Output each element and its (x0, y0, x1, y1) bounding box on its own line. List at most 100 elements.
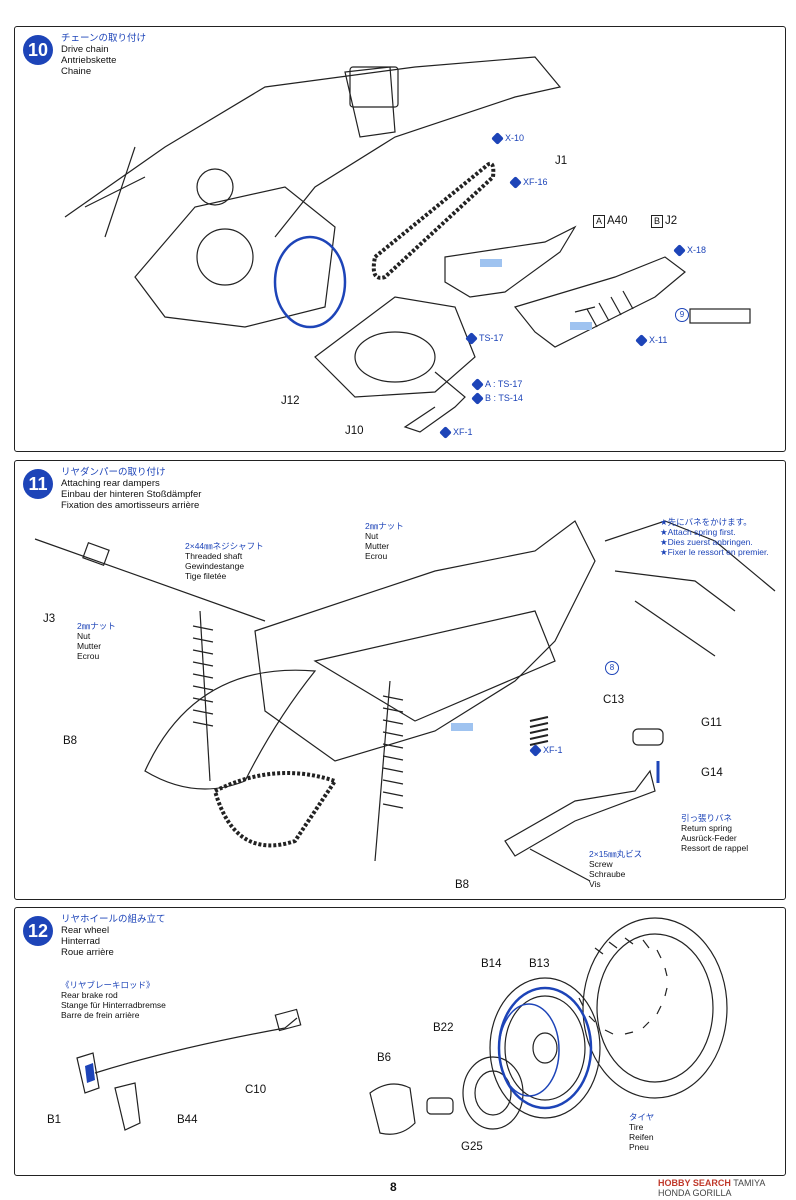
note-line-en: Nut (365, 531, 379, 541)
title-fr: Fixation des amortisseurs arrière (61, 500, 200, 511)
note-line-en: Return spring (681, 823, 733, 833)
decal-number-8: 8 (605, 661, 619, 675)
note-line-jp: 《リヤブレーキロッド》 (61, 980, 155, 990)
part-label-b14: B14 (481, 958, 502, 970)
screw-b-ts14: B : TS-14 (471, 391, 523, 405)
part-label-b8-left: B8 (63, 735, 78, 747)
screw-xf1-label: XF-1 (543, 745, 563, 755)
note-line-de: Stange für Hinterradbremse (61, 1000, 166, 1010)
title-en: Rear wheel (61, 925, 110, 936)
part-label-g11: G11 (701, 717, 722, 729)
step-10-panel: 10 チェーンの取り付け Drive chain Antriebskette C… (14, 26, 786, 452)
decal-number-9: 9 (675, 308, 689, 322)
part-label-g25: G25 (461, 1141, 483, 1153)
rear-wheel-illustration (76, 917, 728, 1135)
brand-watermark: HOBBY SEARCH TAMIYA HONDA GORILLA (658, 1178, 796, 1198)
note-line-fr: Ecrou (365, 551, 388, 561)
paint-icon (471, 391, 484, 405)
note-return-spring: 引っ張りバネ Return spring Ausrück-Feder Resso… (681, 813, 748, 853)
part-label-b6: B6 (377, 1052, 392, 1064)
step-number-badge: 11 (23, 469, 53, 499)
step-number-badge: 10 (23, 35, 53, 65)
note-line-en: Rear brake rod (61, 990, 118, 1000)
paint-icon (635, 333, 648, 347)
note-line-fr: Barre de frein arrière (61, 1010, 140, 1020)
note-line-en: ★Attach spring first. (660, 527, 736, 537)
part-label-b8-bottom: B8 (455, 879, 470, 891)
note-line-en: Tire (629, 1122, 644, 1132)
note-line-jp: 2㎜ナット (365, 521, 404, 531)
part-label-j2-text: J2 (665, 215, 678, 227)
screw-xf16: XF-16 (509, 175, 548, 189)
step-12-panel: 12 リヤホイールの組み立て Rear wheel Hinterrad Roue… (14, 907, 786, 1176)
page-number: 8 (390, 1180, 397, 1194)
step-number-badge: 12 (23, 916, 53, 946)
title-jp: チェーンの取り付け (61, 33, 147, 44)
part-label-g14: G14 (701, 767, 723, 779)
part-label-c13: C13 (603, 694, 625, 706)
note-nut-top: 2㎜ナット Nut Mutter Ecrou (365, 521, 404, 561)
note-line-jp: タイヤ (629, 1112, 655, 1122)
step-title-block: リヤダンパーの取り付け Attaching rear dampers Einba… (61, 467, 201, 511)
note-brake-rod: 《リヤブレーキロッド》 Rear brake rod Stange für Hi… (61, 980, 166, 1020)
note-line-de: Ausrück-Feder (681, 833, 737, 843)
part-label-b22: B22 (433, 1022, 454, 1034)
drive-chain-illustration (64, 56, 751, 433)
note-line-fr: Ressort de rappel (681, 843, 749, 853)
part-label-j3: J3 (43, 613, 56, 625)
step-title-block: リヤホイールの組み立て Rear wheel Hinterrad Roue ar… (61, 914, 166, 958)
screw-a-ts17-label: A : TS-17 (485, 379, 523, 389)
note-line-fr: Ecrou (77, 651, 100, 661)
screw-x10-label: X-10 (505, 133, 525, 143)
paint-icon (673, 243, 686, 257)
note-line-fr: Pneu (629, 1142, 649, 1152)
part-label-j12: J12 (281, 395, 300, 407)
screw-x10: X-10 (491, 131, 525, 145)
screw-xf16-label: XF-16 (523, 177, 548, 187)
screw-xf1-label: XF-1 (453, 427, 473, 437)
title-de: Antriebskette (61, 55, 117, 66)
part-label-b13: B13 (529, 958, 550, 970)
title-fr: Chaine (61, 66, 92, 77)
part-label-a40-text: A40 (607, 215, 628, 227)
note-line-en: Screw (589, 859, 613, 869)
part-label-j1: J1 (555, 155, 568, 167)
note-line-fr: Tige filetée (185, 571, 227, 581)
note-line-de: Reifen (629, 1132, 654, 1142)
note-tire: タイヤ Tire Reifen Pneu (629, 1112, 654, 1152)
note-line-jp: 2×44㎜ネジシャフト (185, 541, 264, 551)
part-label-b44: B44 (177, 1114, 198, 1126)
screw-x18: X-18 (673, 243, 706, 257)
screw-xf1: XF-1 (529, 743, 563, 757)
paint-icon (491, 131, 504, 145)
paint-icon (529, 743, 542, 757)
screw-ts17-label: TS-17 (479, 333, 504, 343)
note-line-de: Schraube (589, 869, 626, 879)
screw-b-ts14-label: B : TS-14 (485, 393, 523, 403)
paint-icon (471, 377, 484, 391)
decal-number-text: 8 (605, 661, 619, 675)
note-line-fr: ★Fixer le ressort en premier. (660, 547, 769, 557)
note-line-jp: ★先にバネをかけます。 (660, 517, 752, 527)
note-line-de: Gewindestange (185, 561, 245, 571)
title-jp: リヤホイールの組み立て (61, 914, 166, 925)
part-label-b1: B1 (47, 1114, 62, 1126)
title-en: Attaching rear dampers (61, 478, 160, 489)
note-line-fr: Vis (589, 879, 601, 889)
screw-ts17: TS-17 (465, 331, 504, 345)
title-de: Hinterrad (61, 936, 101, 947)
note-screw: 2×15㎜丸ビス Screw Schraube Vis (589, 849, 642, 889)
paint-icon (465, 331, 478, 345)
brand-logo-text: HOBBY SEARCH (658, 1178, 731, 1188)
part-label-j10: J10 (345, 425, 364, 437)
screw-xf1: XF-1 (439, 425, 473, 439)
title-en: Drive chain (61, 44, 109, 55)
note-line-en: Threaded shaft (185, 551, 243, 561)
note-line-de: Mutter (365, 541, 390, 551)
paint-icon (439, 425, 452, 439)
part-label-c10: C10 (245, 1084, 267, 1096)
note-line-en: Nut (77, 631, 91, 641)
decal-number-text: 9 (675, 308, 689, 322)
note-line-jp: 2㎜ナット (77, 621, 116, 631)
